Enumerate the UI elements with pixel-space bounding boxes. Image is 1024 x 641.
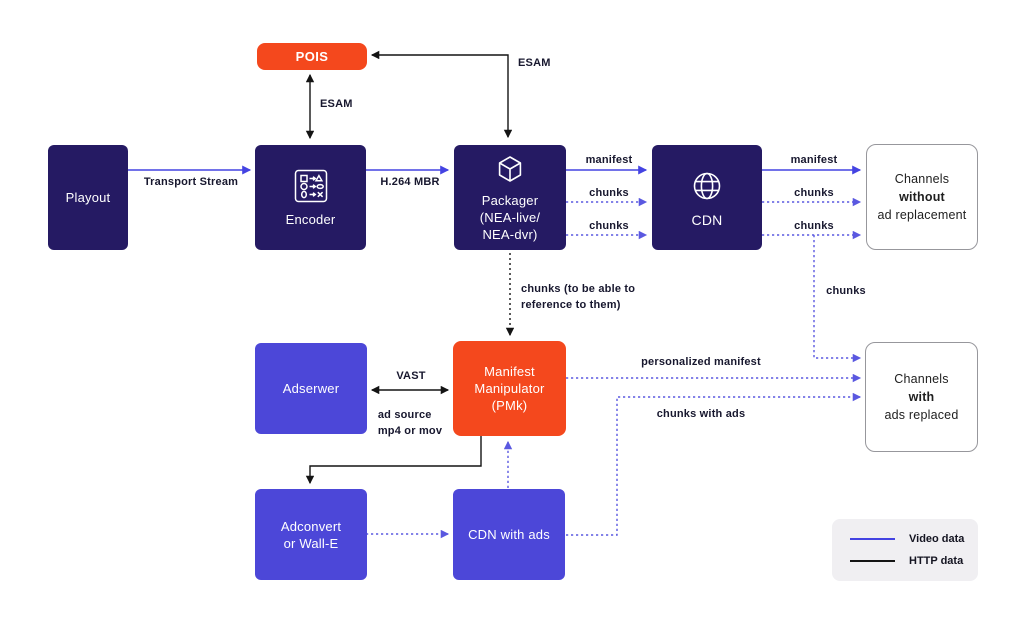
node-label: Manipulator — [474, 381, 545, 396]
node-label: ad replacement — [877, 208, 967, 222]
node-pois: POIS — [257, 43, 367, 70]
edge-label-chunks-2a: chunks — [794, 187, 834, 199]
package-cube-icon — [494, 153, 526, 185]
edge-pois-packager-esam — [370, 50, 513, 139]
edge-label-vast: VAST — [396, 370, 426, 382]
node-label: CDN — [691, 211, 723, 228]
edge-label-chunks-1a: chunks — [589, 187, 629, 199]
edge-label-esam-packager: ESAM — [518, 57, 551, 69]
edge-label-line: ad source — [377, 409, 432, 421]
encoder-transform-icon — [293, 168, 329, 204]
node-adserwer: Adserwer — [255, 343, 367, 434]
node-packager: Packager (NEA-live/ NEA-dvr) — [454, 145, 566, 250]
node-label: Packager — [481, 192, 539, 208]
node-encoder: Encoder — [255, 145, 366, 250]
edge-label-manifest-2: manifest — [790, 154, 838, 166]
edge-label-line: reference to them) — [521, 299, 621, 311]
node-label: POIS — [295, 49, 329, 64]
node-label: ads replaced — [884, 408, 959, 422]
edge-manipulator-adconvert — [305, 435, 482, 485]
edge-label-transport-stream: Transport Stream — [143, 176, 239, 188]
globe-icon — [688, 167, 726, 205]
node-label: Manifest — [484, 364, 535, 379]
http-data-line-swatch — [850, 560, 895, 562]
edge-label-ad-source: ad source mp4 or mov — [378, 407, 442, 439]
edge-label-chunks-drop: chunks — [826, 285, 866, 297]
edge-label-personalized-manifest: personalized manifest — [641, 356, 761, 368]
node-label: Adconvert — [280, 518, 342, 534]
node-label: or Wall-E — [283, 535, 339, 551]
node-label: with — [908, 390, 935, 404]
video-data-line-swatch — [850, 538, 895, 540]
edge-label-chunks-with-ads: chunks with ads — [656, 408, 746, 420]
edge-label-esam-encoder: ESAM — [320, 98, 353, 110]
node-label: Channels — [894, 372, 949, 386]
node-cdn: CDN — [652, 145, 762, 250]
legend-label: HTTP data — [909, 555, 964, 567]
legend-label: Video data — [909, 533, 965, 545]
legend-row-video: Video data — [850, 533, 978, 545]
node-cdn-with-ads: CDN with ads — [453, 489, 565, 580]
node-adconvert: Adconvert or Wall-E — [255, 489, 367, 580]
node-label: NEA-dvr) — [482, 226, 538, 242]
edge-label-chunks-reference: chunks (to be able to reference to them) — [521, 281, 635, 313]
node-label: (NEA-live/ — [479, 209, 541, 225]
edge-label-manifest-1: manifest — [585, 154, 633, 166]
node-label: without — [899, 190, 945, 204]
node-channels-with: Channels with ads replaced — [865, 342, 978, 452]
node-playout: Playout — [48, 145, 128, 250]
edge-label-chunks-2b: chunks — [794, 220, 834, 232]
node-label: Playout — [65, 190, 111, 205]
node-label: Encoder — [285, 211, 336, 227]
edge-label-h264-mbr: H.264 MBR — [380, 176, 440, 188]
node-manifest-manipulator: Manifest Manipulator (PMk) — [453, 341, 566, 436]
legend-row-http: HTTP data — [850, 555, 978, 567]
node-label: Channels — [894, 172, 950, 186]
edge-label-chunks-1b: chunks — [589, 220, 629, 232]
edge-label-line: mp4 or mov — [377, 425, 443, 437]
node-label: CDN with ads — [468, 527, 550, 542]
node-channels-without: Channels without ad replacement — [866, 144, 978, 250]
node-label: Adserwer — [282, 381, 340, 396]
legend: Video data HTTP data — [832, 519, 978, 581]
node-label: (PMk) — [491, 398, 528, 413]
edge-label-line: chunks (to be able to — [521, 283, 636, 295]
